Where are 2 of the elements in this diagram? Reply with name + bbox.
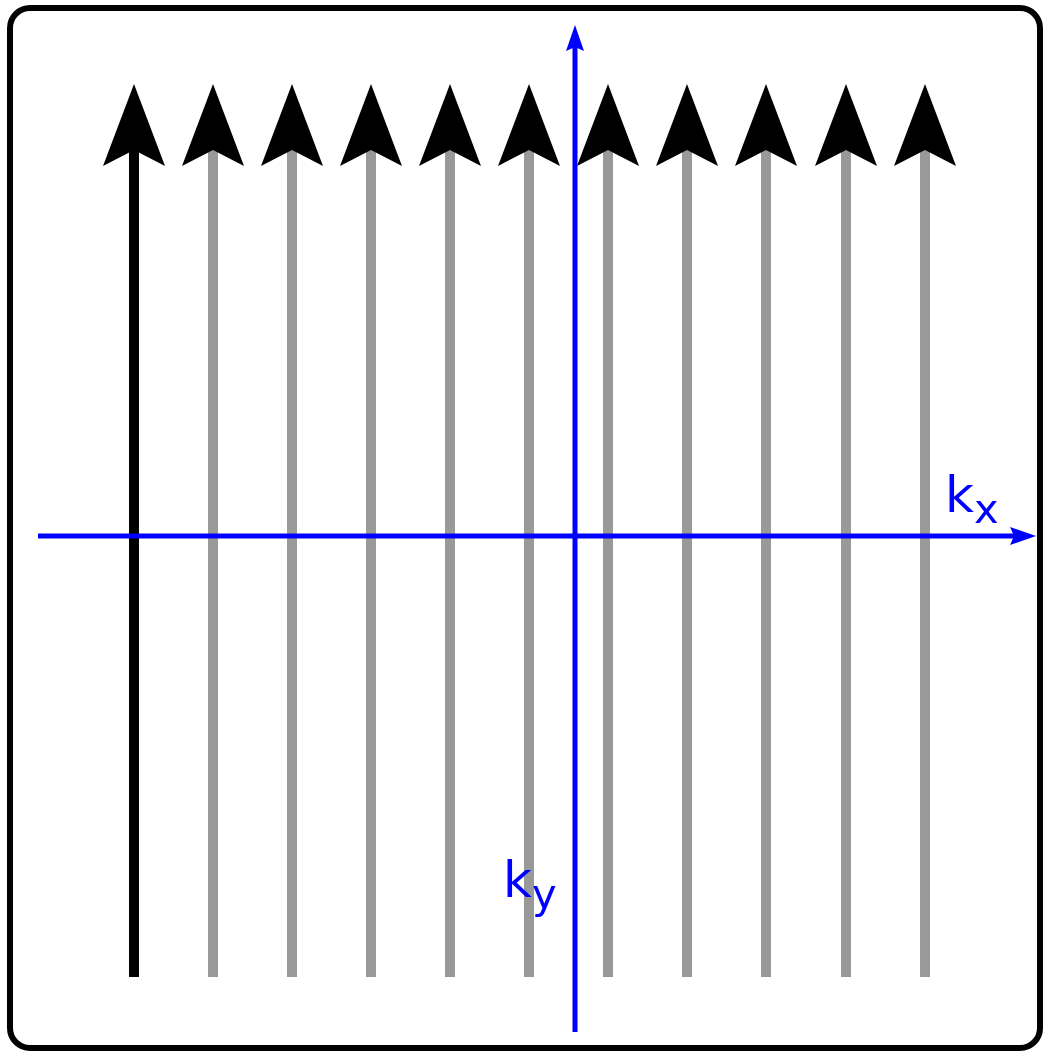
axis-label: k$_{y}$: [503, 855, 557, 915]
axis-label: k$_{x}$: [945, 470, 999, 530]
